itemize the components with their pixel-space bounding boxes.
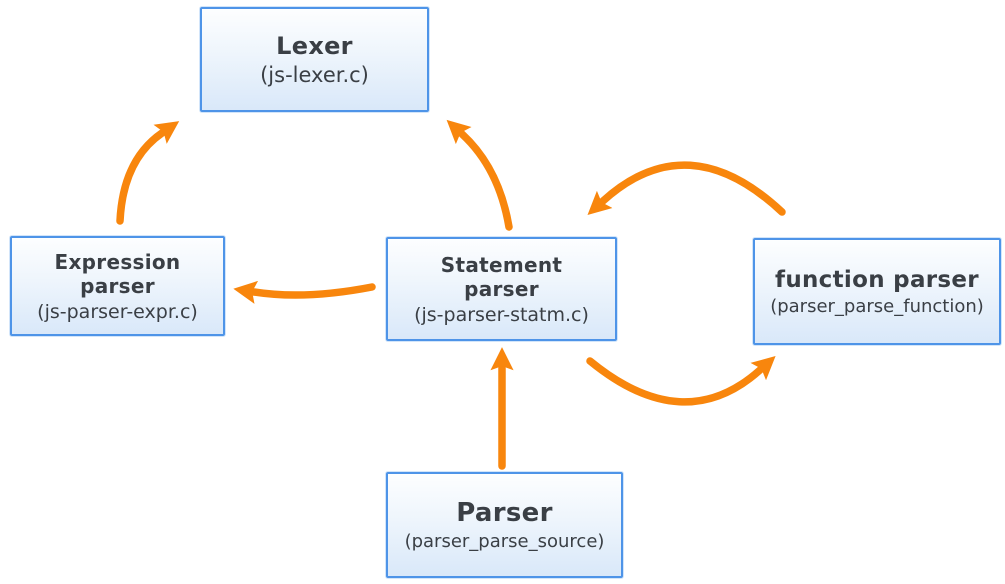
node-lexer-subtitle: (js-lexer.c) xyxy=(260,63,369,87)
node-function-parser: function parser (parser_parse_function) xyxy=(753,238,1001,345)
node-statement-parser-title: Statement parser xyxy=(440,252,563,301)
node-expression-parser-title: Expression parser xyxy=(54,249,181,298)
arrow-statement-to-lexer xyxy=(446,119,513,231)
node-function-parser-title: function parser xyxy=(775,266,979,293)
node-statement-parser-subtitle: (js-parser-statm.c) xyxy=(414,303,589,326)
node-statement-parser: Statement parser (js-parser-statm.c) xyxy=(386,237,617,341)
node-parser-title: Parser xyxy=(456,498,553,528)
arrow-function-to-statement xyxy=(587,161,786,216)
node-expression-parser: Expression parser (js-parser-expr.c) xyxy=(10,236,225,336)
arrow-statement-to-function xyxy=(586,356,776,406)
node-lexer-title: Lexer xyxy=(276,32,353,60)
node-expression-parser-subtitle: (js-parser-expr.c) xyxy=(37,300,198,323)
arrow-statement-to-expression xyxy=(233,280,376,304)
node-parser: Parser (parser_parse_source) xyxy=(386,472,623,578)
node-parser-subtitle: (parser_parse_source) xyxy=(404,531,605,552)
node-lexer: Lexer (js-lexer.c) xyxy=(200,7,429,112)
arrow-expression-to-lexer xyxy=(116,121,180,225)
node-function-parser-subtitle: (parser_parse_function) xyxy=(770,295,984,317)
